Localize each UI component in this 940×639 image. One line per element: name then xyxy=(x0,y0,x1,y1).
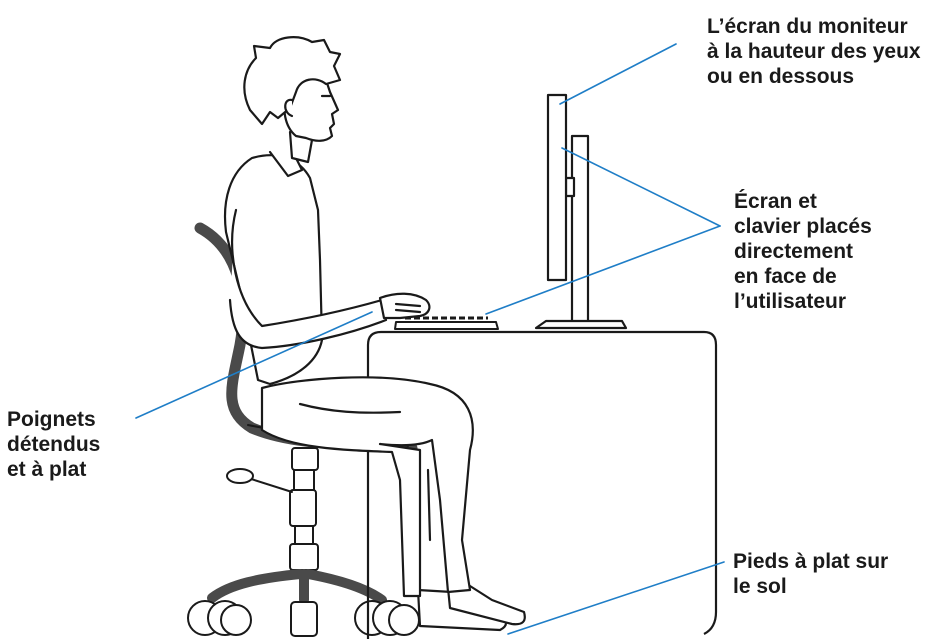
monitor-stand-column xyxy=(570,134,590,326)
monitor xyxy=(534,93,628,330)
monitor-screen xyxy=(546,93,568,282)
ear xyxy=(284,98,294,118)
chair-caster-right xyxy=(354,600,420,636)
keyboard xyxy=(394,316,499,330)
chair-cylinder-base xyxy=(289,543,319,571)
seated-person xyxy=(223,36,526,632)
hand xyxy=(378,292,431,320)
callout-line: l’utilisateur xyxy=(734,290,847,313)
callout-line: Écran et xyxy=(734,190,817,213)
callout-line: Poignets xyxy=(7,408,96,431)
chair-cylinder-top xyxy=(291,447,319,471)
leader-keyboard-front xyxy=(485,225,721,315)
callout-line: détendus xyxy=(7,433,101,456)
callout-line: ou en dessous xyxy=(707,65,855,88)
hair xyxy=(243,36,342,126)
trousers xyxy=(260,376,474,598)
chair-lever-knob xyxy=(226,468,254,484)
leader-eye-level xyxy=(559,43,677,105)
fingers xyxy=(394,302,422,314)
callout-in-front: Écran et clavier placés directement en f… xyxy=(734,189,872,314)
trouser-fold xyxy=(298,402,432,542)
neck xyxy=(288,130,314,164)
callout-eye-level: L’écran du moniteur à la hauteur des yeu… xyxy=(707,14,921,89)
leader-lines xyxy=(135,43,725,635)
callout-line: directement xyxy=(734,240,854,263)
leader-feet xyxy=(507,561,725,635)
monitor-hinge xyxy=(564,176,576,198)
chair-cylinder-low xyxy=(294,525,314,545)
desk xyxy=(366,330,718,639)
callout-feet: Pieds à plat sur le sol xyxy=(733,549,888,599)
chair-caster-center xyxy=(290,601,318,637)
chair-base-legs xyxy=(207,569,387,605)
callout-line: le sol xyxy=(733,575,787,598)
desk-body xyxy=(366,330,718,639)
chair-cylinder-mid xyxy=(289,489,317,527)
chair-lever xyxy=(247,477,293,493)
callout-line: à la hauteur des yeux xyxy=(707,40,921,63)
callout-line: clavier placés xyxy=(734,215,872,238)
leader-screen-front xyxy=(561,147,721,227)
callout-line: et à plat xyxy=(7,458,87,481)
callout-line: en face de xyxy=(734,265,837,288)
chair-caster-left xyxy=(187,600,252,636)
callout-wrists: Poignets détendus et à plat xyxy=(7,407,100,482)
callout-line: L’écran du moniteur xyxy=(707,15,908,38)
monitor-base xyxy=(534,319,628,330)
shoe-front xyxy=(446,584,526,626)
callout-line: Pieds à plat sur xyxy=(733,550,889,573)
leader-wrists xyxy=(135,311,373,419)
chair-cylinder xyxy=(293,469,315,491)
